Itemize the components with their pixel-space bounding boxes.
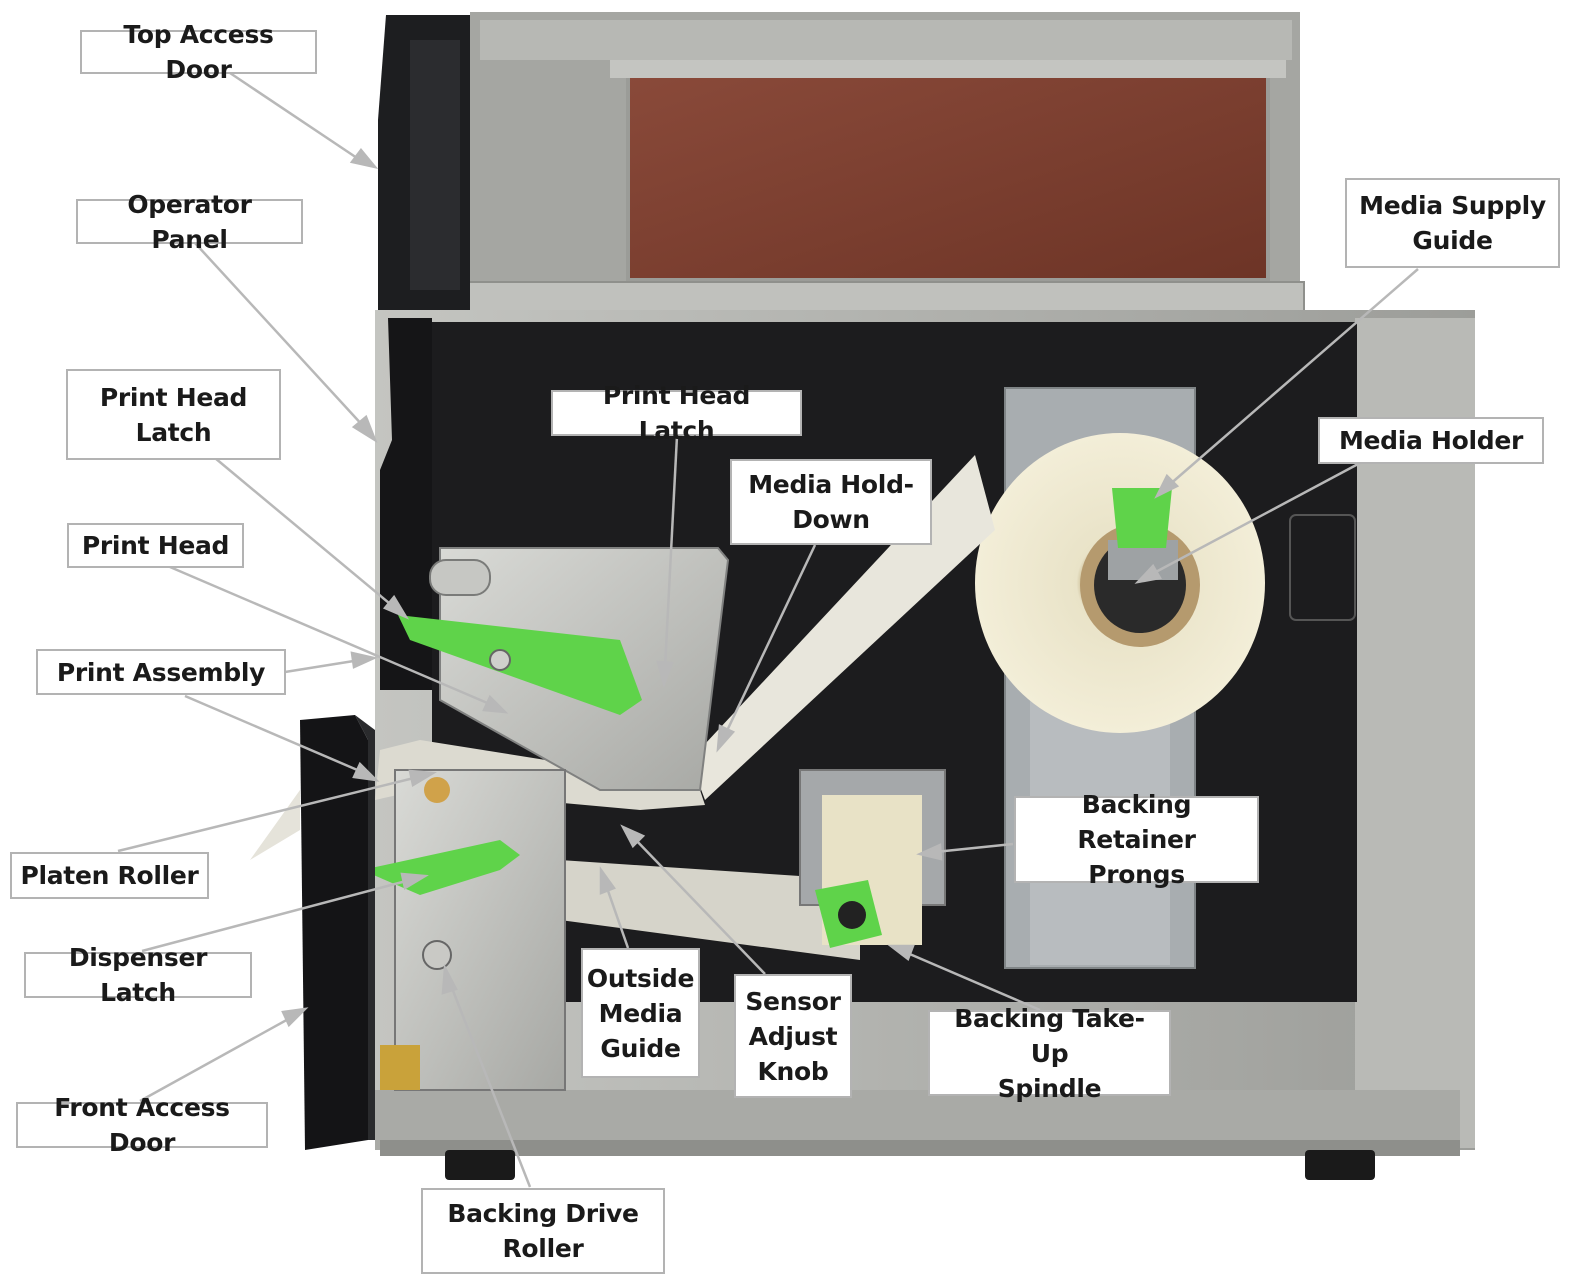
label-line: Media — [598, 998, 683, 1028]
arrow-head-icon — [400, 872, 429, 890]
label-line: Backing Take-Up — [954, 1003, 1145, 1068]
leader-line — [934, 842, 1014, 854]
leader-line — [141, 878, 411, 953]
label-line: Sensor — [745, 986, 841, 1016]
media-roll — [975, 433, 1265, 733]
arrow-head-icon — [349, 147, 379, 169]
leader-line — [633, 837, 766, 975]
label-line: Latch — [135, 417, 212, 447]
arrow-head-icon — [382, 594, 410, 620]
leader-line — [169, 565, 493, 707]
arrow-head-icon — [281, 1007, 309, 1028]
leader-line — [117, 775, 419, 853]
leader-line — [1167, 268, 1419, 487]
leader-line — [723, 544, 817, 736]
label-line: Operator Panel — [127, 189, 252, 254]
arrow-head-icon — [916, 843, 943, 861]
arrow-head-icon — [441, 963, 458, 995]
label-line: Media Hold- — [748, 470, 914, 499]
arrow-head-icon — [716, 724, 736, 753]
label-backing-drive-roller: Backing Drive Roller — [421, 1188, 665, 1274]
label-line: Print Head Latch — [602, 381, 751, 445]
print-assembly-shape — [398, 547, 730, 791]
arrow-head-icon — [887, 944, 915, 962]
arrow-head-icon — [408, 769, 437, 787]
label-print-head: Print Head — [67, 523, 244, 568]
arrow-head-icon — [656, 660, 674, 689]
label-line: Guide — [1412, 226, 1493, 255]
label-line: Outside — [586, 963, 695, 993]
dispenser-shape — [362, 769, 566, 1091]
arrow-head-icon — [352, 761, 380, 782]
label-line: Guide — [600, 1033, 681, 1063]
label-line: Prongs — [1088, 860, 1185, 889]
label-line: Media Supply — [1359, 191, 1546, 220]
leader-line — [284, 658, 361, 674]
arrow-head-icon — [599, 866, 616, 895]
label-line: Backing Drive — [447, 1199, 639, 1228]
leader-line — [184, 694, 363, 774]
arrow-head-icon — [350, 651, 378, 669]
label-line: Media Holder — [1338, 426, 1524, 455]
label-media-hold-down: Media Hold- Down — [730, 459, 932, 545]
arrow-head-icon — [351, 414, 378, 444]
label-line: Platen Roller — [20, 861, 199, 890]
label-front-access-door: Front Access Door — [16, 1093, 268, 1157]
leader-line — [663, 435, 679, 669]
leader-line — [1151, 461, 1361, 576]
label-line: Print Head — [81, 531, 230, 560]
front-access-door-shape — [300, 715, 375, 1150]
arrow-head-icon — [1154, 473, 1180, 499]
label-line: Adjust — [748, 1021, 838, 1051]
label-line: Down — [792, 505, 870, 534]
label-top-access-door: Top Access Door — [80, 20, 317, 84]
top-cover — [435, 12, 1305, 313]
label-line: Top Access Door — [123, 20, 274, 84]
leader-line — [604, 884, 630, 949]
label-operator-panel: Operator Panel — [76, 190, 303, 254]
leader-line — [194, 242, 366, 429]
label-line: Print Head — [99, 382, 248, 412]
leader-line — [139, 1015, 293, 1103]
label-print-assembly: Print Assembly — [36, 649, 286, 695]
label-print-head-latch-top: Print Head Latch — [551, 381, 802, 445]
label-outside-media-guide: Outside Media Guide — [581, 948, 700, 1078]
leader-line — [904, 950, 1041, 1012]
label-sensor-adjust-knob: Sensor Adjust Knob — [734, 974, 852, 1098]
label-line: Front Access Door — [54, 1093, 230, 1157]
leader-line — [448, 982, 532, 1188]
label-print-head-latch-left: Print Head Latch — [66, 369, 281, 460]
arrow-head-icon — [1134, 563, 1162, 584]
label-backing-retainer-prongs: Backing Retainer Prongs — [1014, 790, 1259, 889]
leader-line — [214, 457, 396, 609]
label-dispenser-latch: Dispenser Latch — [24, 943, 252, 1007]
label-line: Roller — [502, 1234, 584, 1263]
label-line: Dispenser Latch — [68, 943, 208, 1007]
leader-line — [229, 71, 361, 162]
label-line: Backing Retainer — [1077, 790, 1196, 854]
top-access-door-shape — [378, 15, 470, 312]
take-up-spindle-shape — [799, 769, 946, 948]
label-media-supply-guide: Media Supply Guide — [1345, 178, 1560, 268]
label-media-holder: Media Holder — [1318, 417, 1544, 464]
arrow-head-icon — [482, 694, 509, 714]
label-backing-take-up-spindle: Backing Take-Up Spindle — [928, 1004, 1171, 1103]
label-line: Print Assembly — [56, 657, 266, 687]
leader-lines — [117, 71, 1419, 1188]
label-line: Knob — [757, 1056, 829, 1086]
arrow-head-icon — [620, 824, 646, 849]
label-line: Spindle — [997, 1073, 1102, 1103]
label-platen-roller: Platen Roller — [10, 852, 209, 899]
